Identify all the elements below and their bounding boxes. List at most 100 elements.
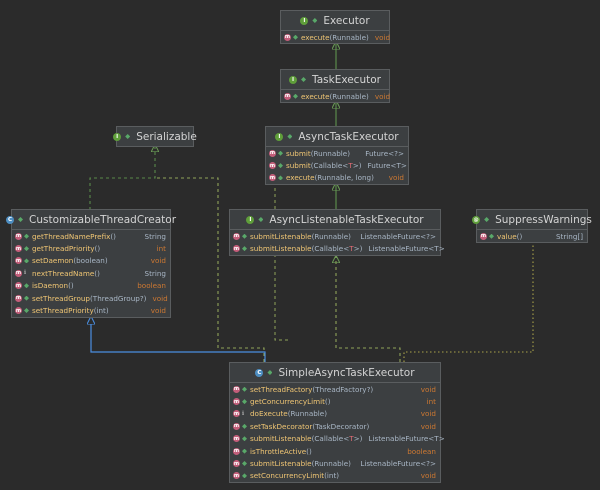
method-params: () <box>110 231 116 241</box>
return-type: void <box>420 471 436 481</box>
public-icon <box>293 34 298 40</box>
public-icon <box>489 233 494 239</box>
public-icon <box>242 436 247 442</box>
method-name: execute <box>286 173 315 183</box>
class-header: C CustomizableThreadCreator <box>6 210 176 230</box>
type-parameter: T <box>349 434 354 444</box>
class-header: I AsyncTaskExecutor <box>266 127 408 147</box>
method-icon: m <box>15 245 22 253</box>
type-parameter: T <box>348 161 353 171</box>
link-simple-serializable-right <box>274 176 290 341</box>
class-title: AsyncListenableTaskExecutor <box>269 213 424 226</box>
link-simple-suppresswarnings <box>403 243 534 362</box>
method-icon: m <box>15 269 22 277</box>
class-title: TaskExecutor <box>312 73 381 86</box>
class-header: @ SuppressWarnings <box>472 210 592 230</box>
return-type: String <box>144 231 166 241</box>
class-serializable[interactable]: I Serializable <box>113 126 197 147</box>
method-icon: m <box>233 398 240 406</box>
return-type: void <box>420 421 436 431</box>
method-icon: m <box>284 92 291 100</box>
method-name: submit <box>286 161 311 171</box>
method-params: (Runnable, long) <box>314 173 374 183</box>
method-icon: m <box>15 282 22 290</box>
method-params: () <box>306 446 312 456</box>
public-icon <box>242 448 247 454</box>
method-params: (Runnable) <box>329 32 369 42</box>
public-icon <box>242 399 247 405</box>
class-title: AsyncTaskExecutor <box>298 130 399 143</box>
method-icon: m <box>233 232 240 240</box>
method-name: setTaskDecorator <box>250 421 313 431</box>
method-name: submitListenable <box>250 244 312 254</box>
link-simple-serializable <box>155 177 265 362</box>
return-type: int <box>426 397 436 407</box>
method-icon: m <box>233 422 240 430</box>
public-icon <box>484 217 490 222</box>
method-params: () <box>324 397 331 407</box>
method-name: execute <box>301 32 330 42</box>
return-type: void <box>152 293 168 303</box>
interface-icon: I <box>113 132 122 141</box>
method-name: setThreadFactory <box>250 384 313 394</box>
method-name: doExecute <box>250 409 288 419</box>
method-params: (ThreadFactory?) <box>312 384 374 394</box>
protected-icon: ℹ <box>242 409 245 417</box>
method-params: () <box>68 281 74 291</box>
method-row[interactable]: m getConcurrencyLimit() int <box>230 395 440 407</box>
public-icon <box>125 134 131 139</box>
class-title: Serializable <box>136 130 197 143</box>
method-icon: m <box>284 33 291 41</box>
public-icon <box>258 217 264 222</box>
class-header: I AsyncListenableTaskExecutor <box>230 210 440 230</box>
method-icon: m <box>233 385 240 393</box>
method-name: getThreadPriority <box>32 244 95 254</box>
public-icon <box>301 77 307 82</box>
return-type: void <box>150 306 166 316</box>
return-type: ListenableFuture<T> <box>368 244 445 254</box>
link-creator-serializable <box>89 145 155 210</box>
class-customizable-thread-creator[interactable]: C CustomizableThreadCreator m getThreadNa… <box>6 209 176 318</box>
return-type: void <box>150 256 166 266</box>
method-name: getThreadNamePrefix <box>32 231 111 241</box>
public-icon <box>242 386 247 392</box>
method-icon: m <box>15 257 22 265</box>
method-name: getConcurrencyLimit <box>250 397 325 407</box>
protected-icon: ℹ <box>24 269 27 277</box>
public-icon <box>24 308 29 314</box>
method-params: (Callable< <box>311 434 350 444</box>
class-icon: C <box>255 368 264 377</box>
public-icon <box>278 150 283 156</box>
method-params: (ThreadGroup?) <box>90 293 147 303</box>
public-icon <box>312 18 318 23</box>
method-params: (Runnable) <box>311 231 351 241</box>
